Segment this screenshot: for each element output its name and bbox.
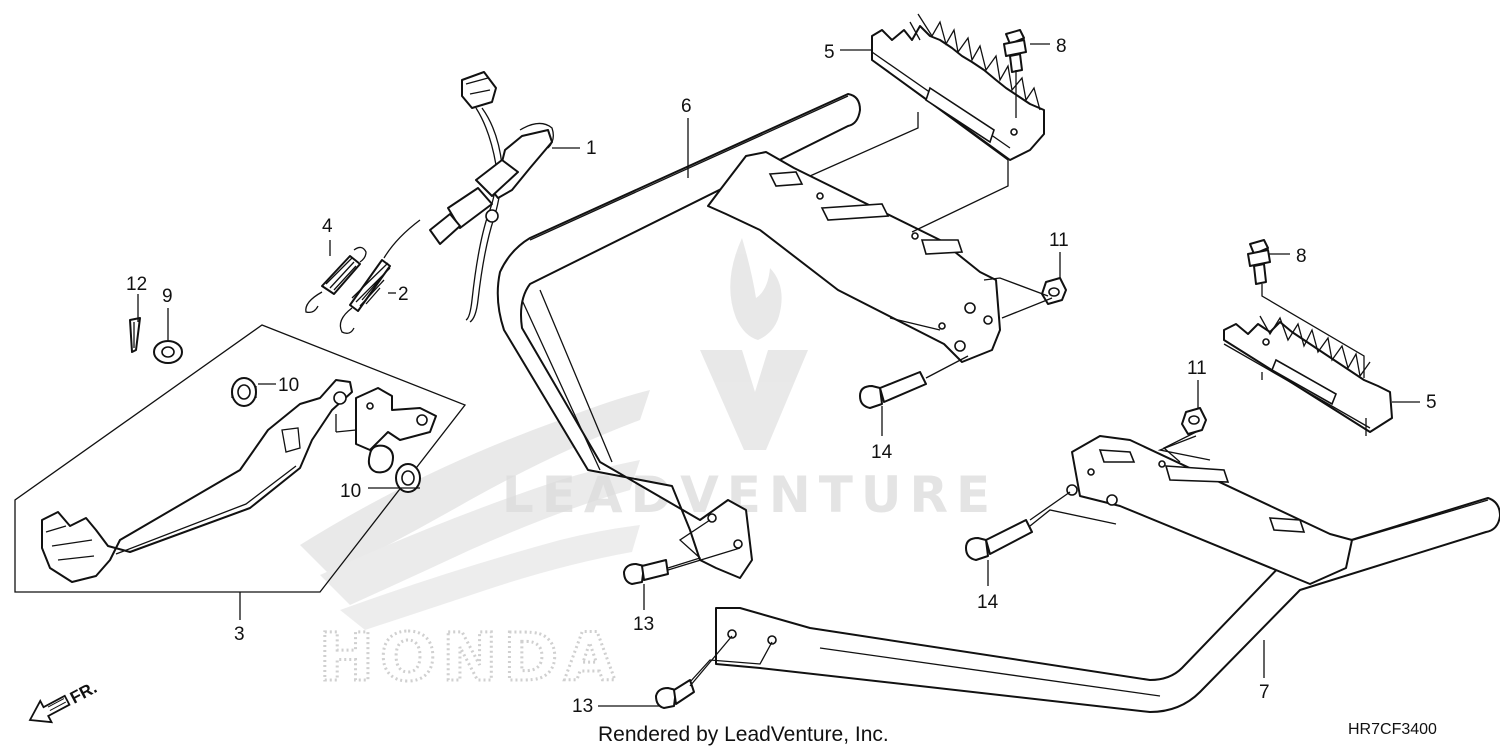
part-1-stop-switch: [429, 71, 554, 323]
part-10-bushing-upper: [231, 377, 257, 407]
callout-7: 7: [1259, 682, 1270, 703]
leadventure-watermark-text: LEADVENTURE: [502, 466, 998, 524]
callout-10-upper: 10: [278, 375, 299, 396]
callout-2: 2: [398, 284, 409, 305]
callout-3: 3: [234, 624, 245, 645]
part-3-brake-pedal: [14, 324, 467, 593]
diagram-code: HR7CF3400: [1348, 721, 1437, 738]
part-13-bolt-upper: [623, 559, 669, 585]
part-8-bolt-lower: [1247, 239, 1271, 285]
part-11-nut-lower: [1181, 407, 1207, 435]
callout-6: 6: [681, 96, 692, 117]
callout-12: 12: [126, 274, 147, 295]
part-5-foot-peg-lower: [1223, 315, 1393, 433]
part-7-step-bar: [715, 435, 1500, 713]
assembly-guide-lines: [335, 70, 1367, 687]
part-12-cotter-pin: [129, 317, 141, 353]
part-13-bolt-lower: [655, 679, 695, 709]
callout-11-lower: 11: [1187, 358, 1207, 379]
leader-lines: [137, 43, 1420, 707]
callout-5-lower: 5: [1426, 392, 1437, 413]
honda-wing-watermark: [300, 390, 650, 630]
part-2-spring: [339, 219, 421, 334]
part-10-bushing-lower: [395, 463, 421, 493]
part-8-bolt-upper: [1003, 29, 1027, 73]
part-14-bolt-lower: [965, 519, 1033, 561]
callout-13-lower: 13: [572, 696, 593, 717]
callout-14-lower: 14: [977, 592, 999, 613]
part-14-bolt-upper: [859, 371, 927, 409]
callout-10-lower: 10: [340, 481, 361, 502]
callout-5-upper: 5: [824, 42, 835, 63]
front-direction-arrow-icon: [28, 694, 71, 724]
leadventure-logo-watermark: [700, 238, 808, 450]
callout-13-upper: 13: [633, 614, 654, 635]
part-6-step-bar: [496, 93, 1001, 579]
honda-watermark-text: HONDA: [319, 619, 621, 696]
part-5-foot-peg-upper: [871, 13, 1045, 161]
callout-4: 4: [322, 216, 333, 237]
front-direction-label: FR.: [67, 678, 100, 708]
callout-9: 9: [162, 286, 173, 307]
part-9-washer: [153, 340, 183, 364]
callout-14-upper: 14: [871, 442, 893, 463]
credit-text: Rendered by LeadVenture, Inc.: [598, 723, 889, 746]
callout-11-upper: 11: [1049, 230, 1069, 251]
part-4-spring: [305, 246, 367, 314]
callout-1: 1: [586, 138, 597, 159]
callout-8-upper: 8: [1056, 36, 1067, 57]
callout-8-lower: 8: [1296, 246, 1307, 267]
